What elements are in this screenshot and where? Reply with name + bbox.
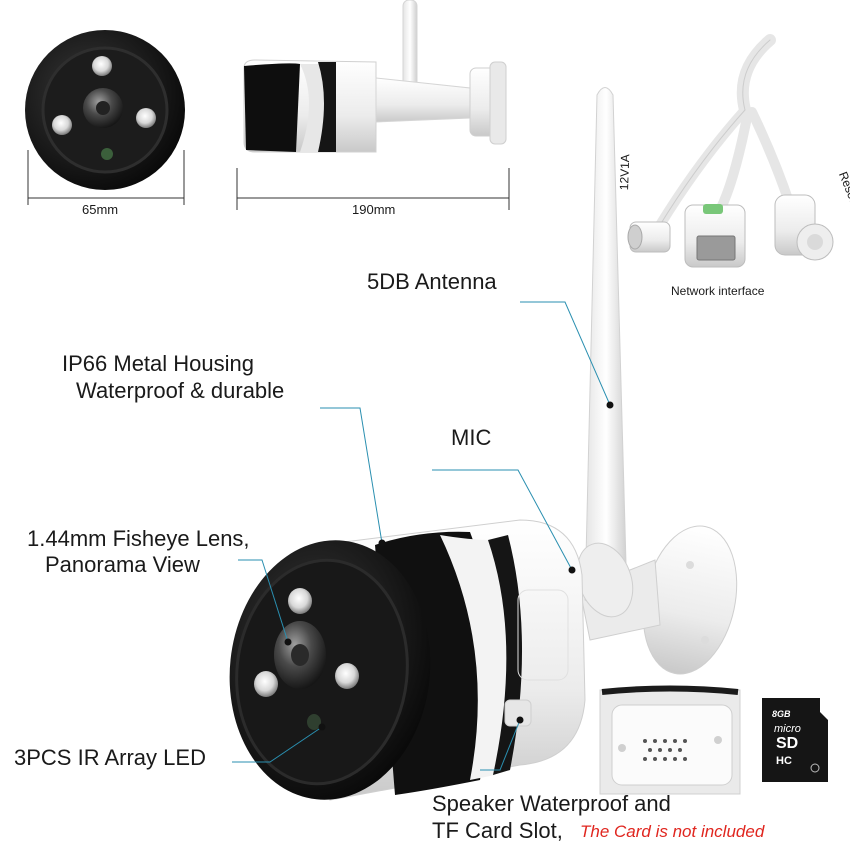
tf-card xyxy=(762,698,828,782)
lens-callout-line2: Panorama View xyxy=(45,552,200,577)
card-not-included-note: The Card is not included xyxy=(580,822,765,841)
housing-callout-line1: IP66 Metal Housing xyxy=(62,351,254,376)
callout-dots xyxy=(284,401,614,731)
reset-button-connector xyxy=(774,194,834,261)
card-capacity: 8GB xyxy=(772,709,791,719)
side-length-dimension: 190mm xyxy=(352,202,396,217)
antenna xyxy=(576,87,634,618)
front-width-dimension: 65mm xyxy=(82,202,119,217)
speaker-inset xyxy=(599,685,741,795)
speaker-callout-line2: TF Card Slot, xyxy=(432,818,563,843)
ir-led-top xyxy=(288,588,312,614)
network-port xyxy=(684,204,746,268)
sensor-led xyxy=(307,714,321,730)
card-brand: micro xyxy=(774,723,801,735)
speaker-callout-line1: Speaker Waterproof and xyxy=(432,791,671,816)
card-class-mark: HC xyxy=(776,755,792,767)
card-type: SD xyxy=(776,735,799,752)
housing-callout-line2: Waterproof & durable xyxy=(76,378,285,403)
power-label: 12V1A xyxy=(617,153,633,191)
cable-bundle xyxy=(655,34,795,230)
front-view-thumbnail xyxy=(25,30,185,205)
lens-callout-line1: 1.44mm Fisheye Lens, xyxy=(27,526,250,551)
ir-led-right xyxy=(335,663,359,689)
ir-led-left xyxy=(254,671,278,697)
callout-lines xyxy=(232,301,611,771)
side-view-thumbnail xyxy=(236,0,510,210)
network-interface-label: Network interface xyxy=(671,284,765,298)
power-connector xyxy=(627,221,671,253)
led-callout: 3PCS IR Array LED xyxy=(14,745,206,770)
mic-callout: MIC xyxy=(451,425,492,450)
antenna-callout: 5DB Antenna xyxy=(367,269,497,294)
